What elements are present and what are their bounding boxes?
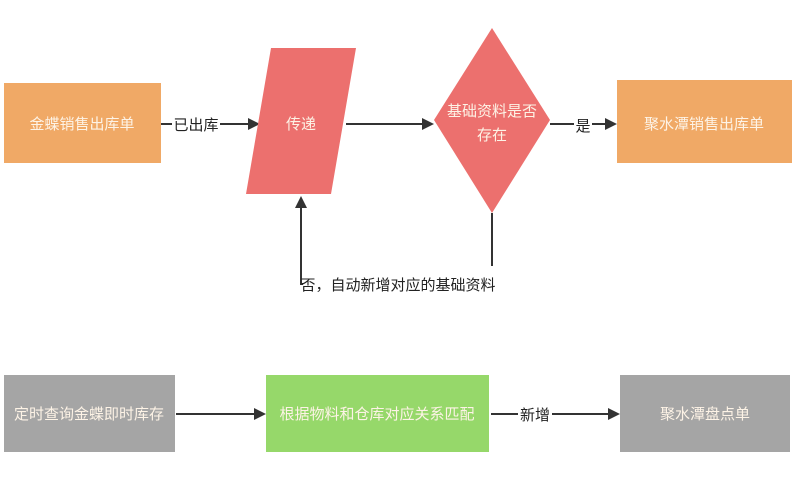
node-shape: [4, 83, 161, 163]
node-label-line2: 存在: [477, 126, 507, 144]
node-jushuitan-stocktake[interactable]: 聚水潭盘点单: [620, 375, 790, 452]
node-jushuitan-sales-out[interactable]: 聚水潭销售出库单: [617, 80, 792, 163]
edge-label-bg: [518, 402, 552, 428]
edge-yes[interactable]: 是: [550, 112, 617, 138]
node-shape: [4, 375, 175, 452]
node-shape: [617, 80, 792, 163]
edge-label-bg: [303, 266, 493, 294]
node-shape: [246, 48, 356, 194]
node-shape: [434, 28, 550, 213]
edge-add-new[interactable]: 新增: [491, 402, 620, 428]
node-label: 聚水潭销售出库单: [644, 115, 764, 133]
node-label: 传递: [286, 115, 316, 133]
node-timed-query-stock[interactable]: 定时查询金蝶即时库存: [4, 375, 175, 452]
node-shape: [266, 375, 489, 452]
node-basic-data-check[interactable]: 基础资料是否 存在: [434, 28, 550, 213]
node-label: 聚水潭盘点单: [660, 405, 750, 423]
edge-label-bg: [574, 112, 592, 138]
node-label: 根据物料和仓库对应关系匹配: [279, 405, 474, 423]
node-kingdee-sales-out[interactable]: 金蝶销售出库单: [4, 83, 161, 163]
edge-label-bg: [172, 112, 220, 136]
edge-shipped[interactable]: 已出库: [161, 112, 260, 136]
edge-label: 是: [575, 117, 590, 135]
edge-label: 已出库: [173, 116, 218, 134]
node-match-material-warehouse[interactable]: 根据物料和仓库对应关系匹配: [266, 375, 489, 452]
node-label: 定时查询金蝶即时库存: [14, 405, 164, 423]
edge-no-auto-add[interactable]: 否，自动新增对应的基础资料: [295, 196, 496, 294]
edge-label: 新增: [520, 406, 550, 424]
edge-label: 否，自动新增对应的基础资料: [300, 276, 495, 294]
node-label-line1: 基础资料是否: [447, 102, 537, 120]
node-shape: [620, 375, 790, 452]
node-transfer[interactable]: 传递: [246, 48, 356, 194]
node-label: 金蝶销售出库单: [29, 115, 134, 133]
